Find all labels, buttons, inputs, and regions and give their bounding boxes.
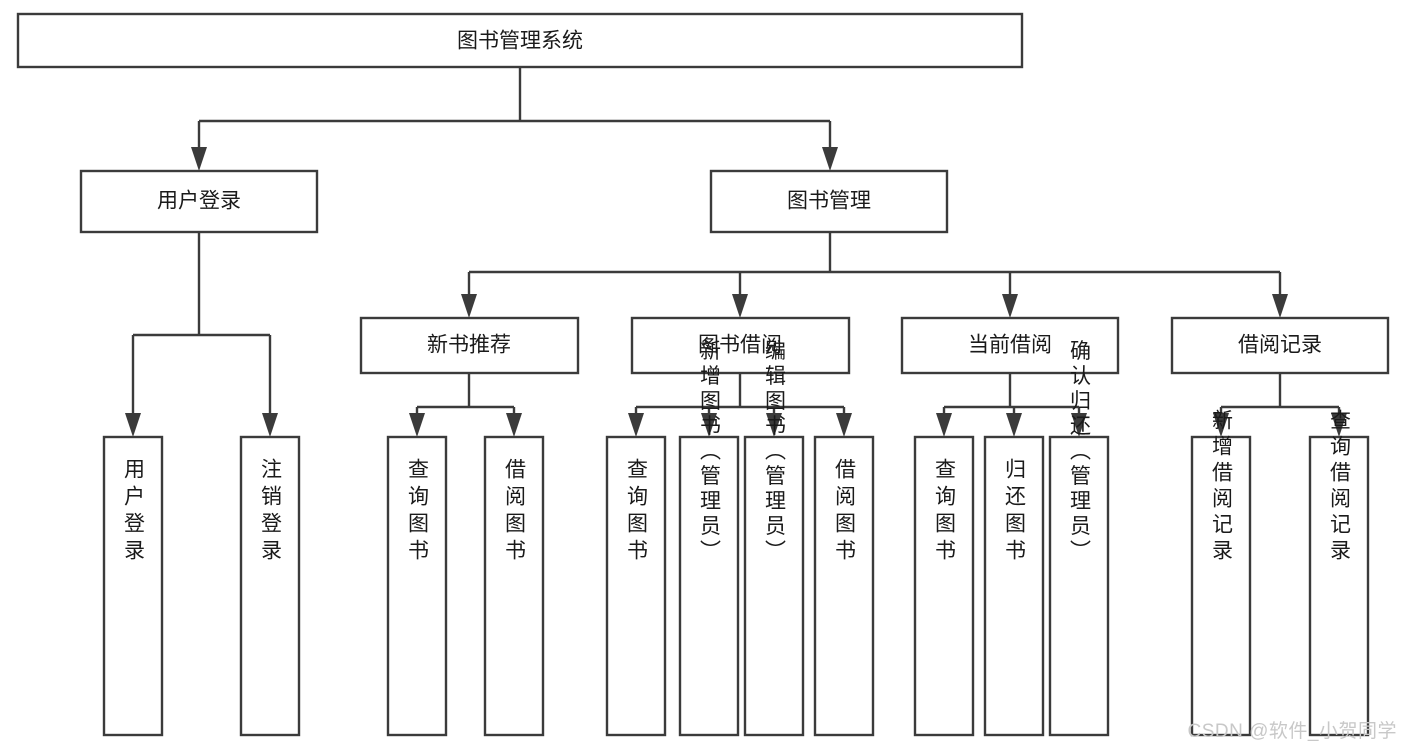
- arrow-to-user-login: [191, 147, 207, 171]
- connector-group-current: [936, 373, 1087, 437]
- node-leaf-user-login[interactable]: 用户登录: [102, 435, 164, 737]
- node-leaf-borrow-book[interactable]: 借阅图书: [813, 435, 875, 737]
- arrow-to-current: [1002, 294, 1018, 318]
- node-leaf-current-query[interactable]: 查询图书: [913, 435, 975, 737]
- node-leaf-logout[interactable]: 注销登录: [239, 435, 301, 737]
- node-leaf-borrow-query-box[interactable]: [605, 435, 667, 737]
- node-leaf-record-query[interactable]: 查询借阅记录: [1308, 409, 1370, 737]
- node-leaf-borrow-query[interactable]: 查询图书: [605, 435, 667, 737]
- node-leaf-borrow-add[interactable]: 新增图书（管理员）: [678, 340, 740, 737]
- node-book-borrow-label: 图书借阅: [698, 334, 782, 357]
- arrow-borrow-leaf-2: [701, 413, 717, 437]
- node-book-management-box[interactable]: [709, 169, 949, 234]
- node-leaf-newbook-query[interactable]: 查询图书: [386, 435, 448, 737]
- node-leaf-current-query-label: 查询图书: [933, 458, 957, 566]
- node-leaf-logout-label: 注销登录: [259, 458, 283, 566]
- arrow-new-book-leaf-1: [409, 413, 425, 437]
- node-leaf-newbook-borrow-label: 借阅图书: [503, 458, 527, 566]
- node-leaf-newbook-query-label: 查询图书: [406, 458, 430, 566]
- arrow-borrow-leaf-3: [766, 413, 782, 437]
- node-leaf-record-add[interactable]: 新增借阅记录: [1190, 409, 1252, 737]
- node-current-borrow[interactable]: 当前借阅: [900, 316, 1120, 375]
- node-leaf-newbook-borrow-box[interactable]: [483, 435, 545, 737]
- node-leaf-borrow-edit-label: 编辑图书（管理员）: [763, 340, 787, 565]
- node-leaf-current-confirm-label: 确认归还（管理员）: [1068, 340, 1092, 565]
- node-leaf-newbook-query-box[interactable]: [386, 435, 448, 737]
- node-new-book-recommend-box[interactable]: [359, 316, 580, 375]
- node-leaf-record-add-label: 新增借阅记录: [1210, 409, 1234, 565]
- connector-group-new-book: [409, 373, 522, 437]
- node-book-management-label: 图书管理: [787, 190, 871, 213]
- node-borrow-record-label: 借阅记录: [1238, 334, 1322, 357]
- arrow-to-record: [1272, 294, 1288, 318]
- arrow-new-book-leaf-2: [506, 413, 522, 437]
- node-leaf-record-query-label: 查询借阅记录: [1328, 409, 1352, 565]
- arrow-to-borrow: [732, 294, 748, 318]
- node-leaf-record-query-box[interactable]: [1308, 435, 1370, 737]
- connector-group-record: [1213, 373, 1347, 437]
- node-book-borrow[interactable]: 图书借阅: [630, 316, 851, 375]
- node-leaf-borrow-query-label: 查询图书: [625, 458, 649, 566]
- node-root-box[interactable]: [16, 12, 1024, 69]
- arrow-current-leaf-1: [936, 413, 952, 437]
- connector-group-user-login: [125, 232, 278, 437]
- node-leaf-borrow-add-box[interactable]: [678, 435, 740, 737]
- node-borrow-record-box[interactable]: [1170, 316, 1390, 375]
- arrow-to-leaf-user-login: [125, 413, 141, 437]
- arrow-to-book-mgmt: [822, 147, 838, 171]
- node-leaf-current-confirm[interactable]: 确认归还（管理员）: [1048, 340, 1110, 737]
- arrow-to-new-book: [461, 294, 477, 318]
- arrow-borrow-leaf-4: [836, 413, 852, 437]
- node-leaf-borrow-book-label: 借阅图书: [833, 458, 857, 566]
- node-book-borrow-box[interactable]: [630, 316, 851, 375]
- node-leaf-borrow-book-box[interactable]: [813, 435, 875, 737]
- node-leaf-logout-box[interactable]: [239, 435, 301, 737]
- node-book-management[interactable]: 图书管理: [709, 169, 949, 234]
- node-leaf-current-return-box[interactable]: [983, 435, 1045, 737]
- node-user-login[interactable]: 用户登录: [79, 169, 319, 234]
- arrow-record-leaf-2: [1331, 413, 1347, 437]
- node-user-login-label: 用户登录: [157, 190, 241, 213]
- node-root[interactable]: 图书管理系统: [16, 12, 1024, 69]
- arrow-current-leaf-3: [1071, 413, 1087, 437]
- node-new-book-recommend[interactable]: 新书推荐: [359, 316, 580, 375]
- node-leaf-borrow-edit-box[interactable]: [743, 435, 805, 737]
- node-user-login-box[interactable]: [79, 169, 319, 234]
- node-leaf-current-query-box[interactable]: [913, 435, 975, 737]
- arrow-borrow-leaf-1: [628, 413, 644, 437]
- connector-group-book-mgmt: [461, 232, 1288, 318]
- node-borrow-record[interactable]: 借阅记录: [1170, 316, 1390, 375]
- node-leaf-current-return[interactable]: 归还图书: [983, 435, 1045, 737]
- node-root-label: 图书管理系统: [457, 30, 583, 53]
- connector-group-borrow: [628, 373, 852, 437]
- node-current-borrow-label: 当前借阅: [968, 334, 1052, 357]
- connector-group-root: [191, 67, 838, 171]
- node-leaf-newbook-borrow[interactable]: 借阅图书: [483, 435, 545, 737]
- node-new-book-recommend-label: 新书推荐: [427, 334, 511, 357]
- node-leaf-record-add-box[interactable]: [1190, 435, 1252, 737]
- node-leaf-current-confirm-box[interactable]: [1048, 435, 1110, 737]
- node-leaf-user-login-box[interactable]: [102, 435, 164, 737]
- node-leaf-borrow-add-label: 新增图书（管理员）: [698, 340, 722, 565]
- node-current-borrow-box[interactable]: [900, 316, 1120, 375]
- arrow-to-leaf-logout: [262, 413, 278, 437]
- arrow-record-leaf-1: [1213, 413, 1229, 437]
- arrow-current-leaf-2: [1006, 413, 1022, 437]
- node-leaf-borrow-edit[interactable]: 编辑图书（管理员）: [743, 340, 805, 737]
- node-leaf-current-return-label: 归还图书: [1003, 458, 1027, 566]
- node-leaf-user-login-label: 用户登录: [122, 458, 146, 566]
